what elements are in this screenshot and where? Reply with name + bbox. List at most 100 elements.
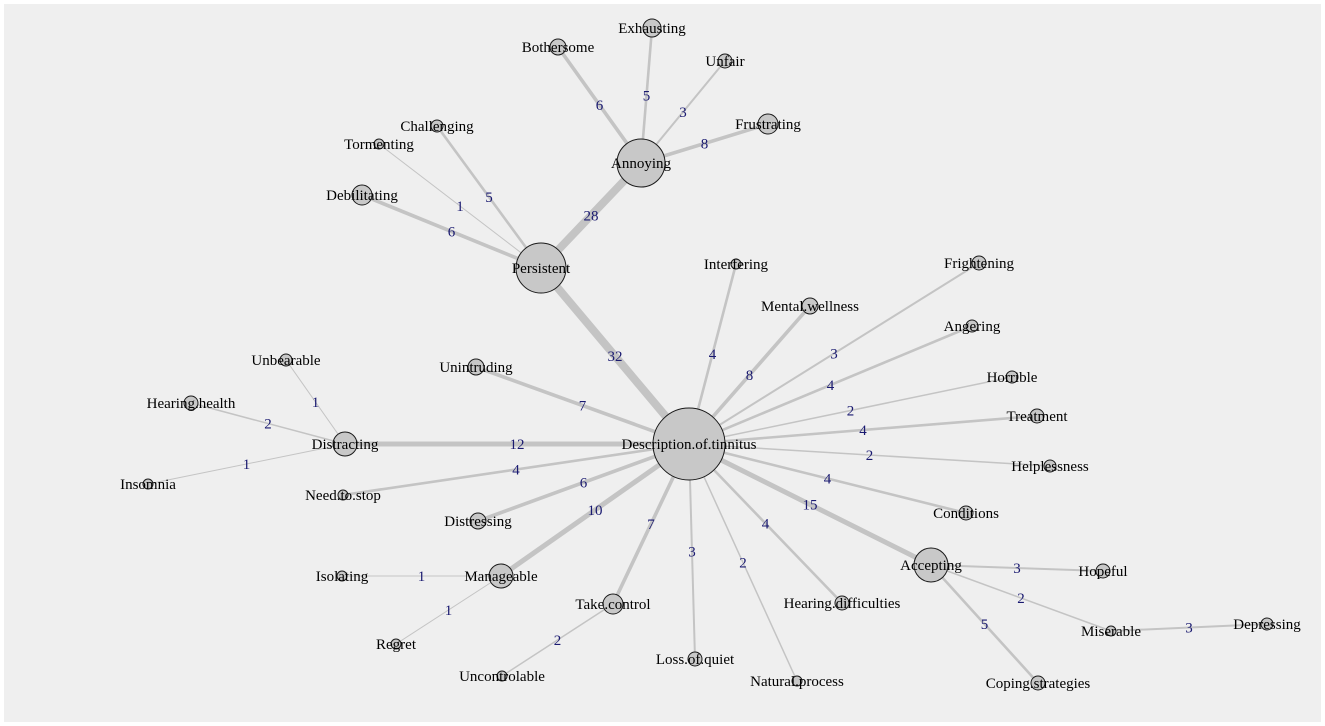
- node-hopeful: [1095, 563, 1111, 579]
- node-challenging: [430, 119, 444, 133]
- node-mental_wellness: [801, 297, 819, 315]
- node-loss_of_quiet: [687, 651, 703, 667]
- node-label-manageable: Manageable: [464, 569, 538, 585]
- node-description: [652, 407, 726, 481]
- edge-weight-label: 2: [847, 404, 855, 420]
- edge-description-persistent: [537, 264, 693, 448]
- node-unintruding: [467, 358, 485, 376]
- edge-weight-label: 1: [456, 199, 464, 215]
- edge-description-distressing: [476, 442, 691, 523]
- edge-persistent-challenging: [435, 124, 543, 270]
- edge-weight-label: 15: [803, 498, 818, 514]
- node-label-insomnia: Insomnia: [120, 477, 176, 493]
- node-angering: [965, 319, 979, 333]
- node-label-unbearable: Unbearable: [251, 353, 320, 369]
- node-bothersome: [549, 38, 567, 56]
- node-insomnia: [142, 478, 154, 490]
- node-label-accepting: Accepting: [900, 558, 962, 574]
- edge-weight-label: 32: [608, 349, 623, 365]
- node-unfair: [717, 53, 733, 69]
- node-label-unfair: Unfair: [705, 54, 744, 70]
- edge-weight-label: 1: [418, 569, 426, 585]
- edge-distracting-unbearable: [285, 359, 346, 445]
- edge-weight-label: 2: [1017, 591, 1025, 607]
- edge-weight-label: 4: [824, 472, 832, 488]
- edge-weight-label: 3: [1185, 621, 1193, 637]
- node-label-description: Description.of.tinnitus: [622, 437, 757, 453]
- edge-labels-layer: 3228653851648342424153235423721011641212…: [243, 89, 1193, 650]
- node-annoying: [616, 138, 666, 188]
- node-label-mental_wellness: Mental.wellness: [761, 299, 859, 315]
- edge-manageable-regret: [395, 575, 502, 645]
- edge-weight-label: 1: [445, 603, 453, 619]
- nodes-layer: [142, 18, 1274, 691]
- node-label-uncontrolable: Uncontrolable: [459, 669, 545, 685]
- node-frustrating: [757, 113, 779, 135]
- node-label-horrible: Horrible: [987, 370, 1038, 386]
- node-tormenting: [373, 138, 385, 150]
- node-coping_strategies: [1030, 675, 1046, 691]
- node-label-need_to_stop: Need.to.stop: [305, 488, 381, 504]
- node-natural_process: [791, 675, 803, 687]
- node-label-interfering: Interfering: [704, 257, 769, 273]
- edge-description-helplessness: [688, 443, 1051, 467]
- node-depressing: [1260, 617, 1274, 631]
- edge-description-unintruding: [474, 365, 691, 446]
- edge-description-need_to_stop: [341, 442, 691, 497]
- node-label-coping_strategies: Coping.strategies: [986, 676, 1091, 692]
- edge-weight-label: 3: [679, 105, 687, 121]
- edge-weight-label: 12: [510, 437, 525, 453]
- node-need_to_stop: [337, 489, 349, 501]
- edge-weight-label: 3: [688, 545, 696, 561]
- node-unbearable: [279, 353, 293, 367]
- node-label-treatment: Treatment: [1006, 409, 1068, 425]
- node-label-frightening: Frightening: [944, 256, 1014, 272]
- edge-description-accepting: [686, 441, 934, 568]
- node-debilitating: [351, 184, 373, 206]
- node-label-hearing_health: Hearing.health: [147, 396, 236, 412]
- node-label-annoying: Annoying: [611, 156, 672, 172]
- edge-description-natural_process: [688, 443, 798, 682]
- edge-weight-label: 28: [584, 209, 599, 225]
- node-label-angering: Angering: [944, 319, 1001, 335]
- node-horrible: [1005, 370, 1019, 384]
- edge-weight-label: 2: [866, 448, 874, 464]
- edge-persistent-debilitating: [360, 193, 543, 270]
- edge-description-horrible: [688, 376, 1013, 445]
- node-distracting: [332, 431, 358, 457]
- edge-weight-label: 6: [596, 98, 604, 114]
- edge-weight-label: 1: [243, 457, 251, 473]
- node-label-bothersome: Bothersome: [522, 40, 595, 56]
- node-label-hopeful: Hopeful: [1078, 564, 1127, 580]
- node-conditions: [958, 505, 974, 521]
- node-accepting: [913, 547, 949, 583]
- edge-weight-label: 5: [981, 617, 989, 633]
- edge-weight-label: 1: [312, 395, 320, 411]
- node-uncontrolable: [496, 670, 508, 682]
- edge-weight-label: 4: [859, 423, 867, 439]
- edge-weight-label: 5: [643, 89, 651, 105]
- node-labels-layer: Description.of.tinnitusPersistentAnnoyin…: [120, 21, 1301, 692]
- edge-distracting-insomnia: [147, 443, 346, 485]
- edge-weight-label: 5: [485, 190, 493, 206]
- node-label-hearing_difficulties: Hearing.difficulties: [784, 596, 901, 612]
- edge-description-conditions: [687, 442, 968, 515]
- edge-weight-label: 4: [762, 517, 770, 533]
- node-label-frustrating: Frustrating: [735, 117, 801, 133]
- node-hearing_health: [183, 395, 199, 411]
- node-distressing: [469, 512, 487, 530]
- node-hearing_difficulties: [834, 595, 850, 611]
- node-miserable: [1105, 625, 1117, 637]
- edge-weight-label: 4: [709, 347, 717, 363]
- node-label-distressing: Distressing: [444, 514, 512, 530]
- edge-weight-label: 2: [739, 556, 747, 572]
- edge-take_control-uncontrolable: [501, 603, 614, 677]
- edge-weight-label: 8: [746, 368, 754, 384]
- node-label-helplessness: Helplessness: [1011, 459, 1089, 475]
- node-label-depressing: Depressing: [1233, 617, 1301, 633]
- edge-description-hearing_difficulties: [687, 442, 844, 605]
- edge-accepting-miserable: [930, 564, 1112, 632]
- edge-weight-label: 2: [554, 633, 562, 649]
- node-label-exhausting: Exhausting: [618, 21, 686, 37]
